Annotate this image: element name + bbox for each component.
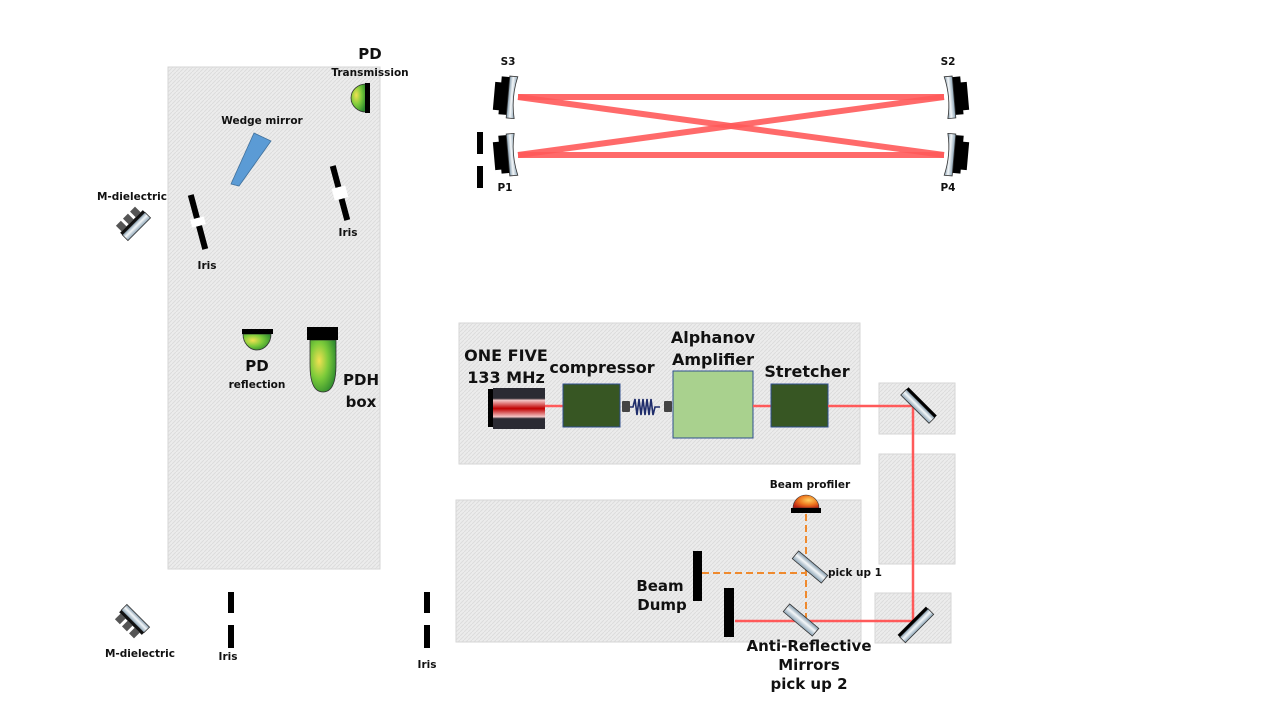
- iris-bottom-2-icon: [424, 592, 430, 648]
- photodiode-transmission-icon: [350, 83, 370, 113]
- label-ar-mirrors-line2: Mirrors: [778, 656, 840, 674]
- cavity-input-iris: [477, 132, 483, 188]
- label-iris-bottom-2: Iris: [418, 659, 437, 671]
- label-iris-bottom-1: Iris: [219, 651, 238, 663]
- label-p4: P4: [940, 182, 955, 194]
- dielectric-mirror-top-icon: [115, 206, 152, 242]
- pickup-mirror-1-icon: [791, 550, 829, 584]
- label-pd-transmission-sub: Transmission: [331, 67, 408, 79]
- mirror-s3: [492, 75, 519, 120]
- photodiode-reflection-icon: [242, 329, 273, 351]
- steering-mirror-bottom-icon: [897, 606, 935, 644]
- steering-panel-middle: [878, 453, 956, 565]
- pickup-beams: [702, 514, 807, 620]
- stretcher-module: [770, 383, 829, 428]
- mirror-s2: [943, 75, 970, 120]
- label-source-line2: 133 MHz: [467, 368, 545, 387]
- label-source-line1: ONE FIVE: [464, 346, 548, 365]
- label-ar-mirrors-line3: pick up 2: [770, 675, 847, 693]
- label-pd-reflection-sub: reflection: [229, 379, 286, 391]
- label-pick-up-1: pick up 1: [828, 567, 882, 579]
- steering-mirror-top-icon: [900, 387, 937, 424]
- label-ar-mirrors-line1: Anti-Reflective: [747, 637, 872, 655]
- label-pd-transmission-title: PD: [358, 45, 381, 63]
- mirror-p4: [943, 132, 970, 177]
- label-s3: S3: [501, 56, 516, 68]
- label-amplifier-line2: Amplifier: [672, 350, 754, 369]
- label-pdh-box-line1: PDH: [343, 371, 379, 389]
- fiber-coil-icon: [622, 398, 672, 416]
- label-iris-right: Iris: [339, 227, 358, 239]
- label-beam-dump-line1: Beam: [636, 577, 683, 595]
- pdh-box-icon: [307, 327, 338, 393]
- beam-dump-icon: [693, 551, 734, 637]
- laser-source-icon: [488, 388, 545, 429]
- label-beam-dump-line2: Dump: [637, 596, 687, 614]
- amplifier-module: [672, 370, 754, 439]
- beam-profiler-icon: [791, 494, 821, 513]
- iris-left-icon: [187, 194, 209, 250]
- cavity-beams: [517, 94, 945, 158]
- dielectric-mirror-bottom-icon: [114, 603, 151, 639]
- beam-p1-s2: [517, 94, 945, 158]
- iris-right-icon: [329, 165, 351, 221]
- output-beam-path: [735, 404, 915, 623]
- label-iris-left: Iris: [198, 260, 217, 272]
- left-breadboard-panel: [167, 66, 381, 570]
- label-m-dielectric-bottom: M-dielectric: [105, 648, 175, 660]
- label-wedge-mirror: Wedge mirror: [221, 115, 303, 127]
- label-m-dielectric-top: M-dielectric: [97, 191, 167, 203]
- label-compressor: compressor: [549, 358, 654, 377]
- label-pd-reflection-title: PD: [245, 357, 268, 375]
- label-pdh-box-line2: box: [346, 393, 377, 411]
- pickup-mirror-2-icon: [782, 603, 820, 637]
- label-stretcher: Stretcher: [764, 362, 849, 381]
- iris-bottom-1-icon: [228, 592, 234, 648]
- compressor-module: [562, 383, 621, 428]
- wedge-mirror-icon: [230, 132, 272, 187]
- mirror-p1: [492, 132, 519, 177]
- label-beam-profiler: Beam profiler: [770, 479, 851, 491]
- label-s2: S2: [941, 56, 956, 68]
- label-amplifier-line1: Alphanov: [671, 328, 756, 347]
- label-p1: P1: [497, 182, 512, 194]
